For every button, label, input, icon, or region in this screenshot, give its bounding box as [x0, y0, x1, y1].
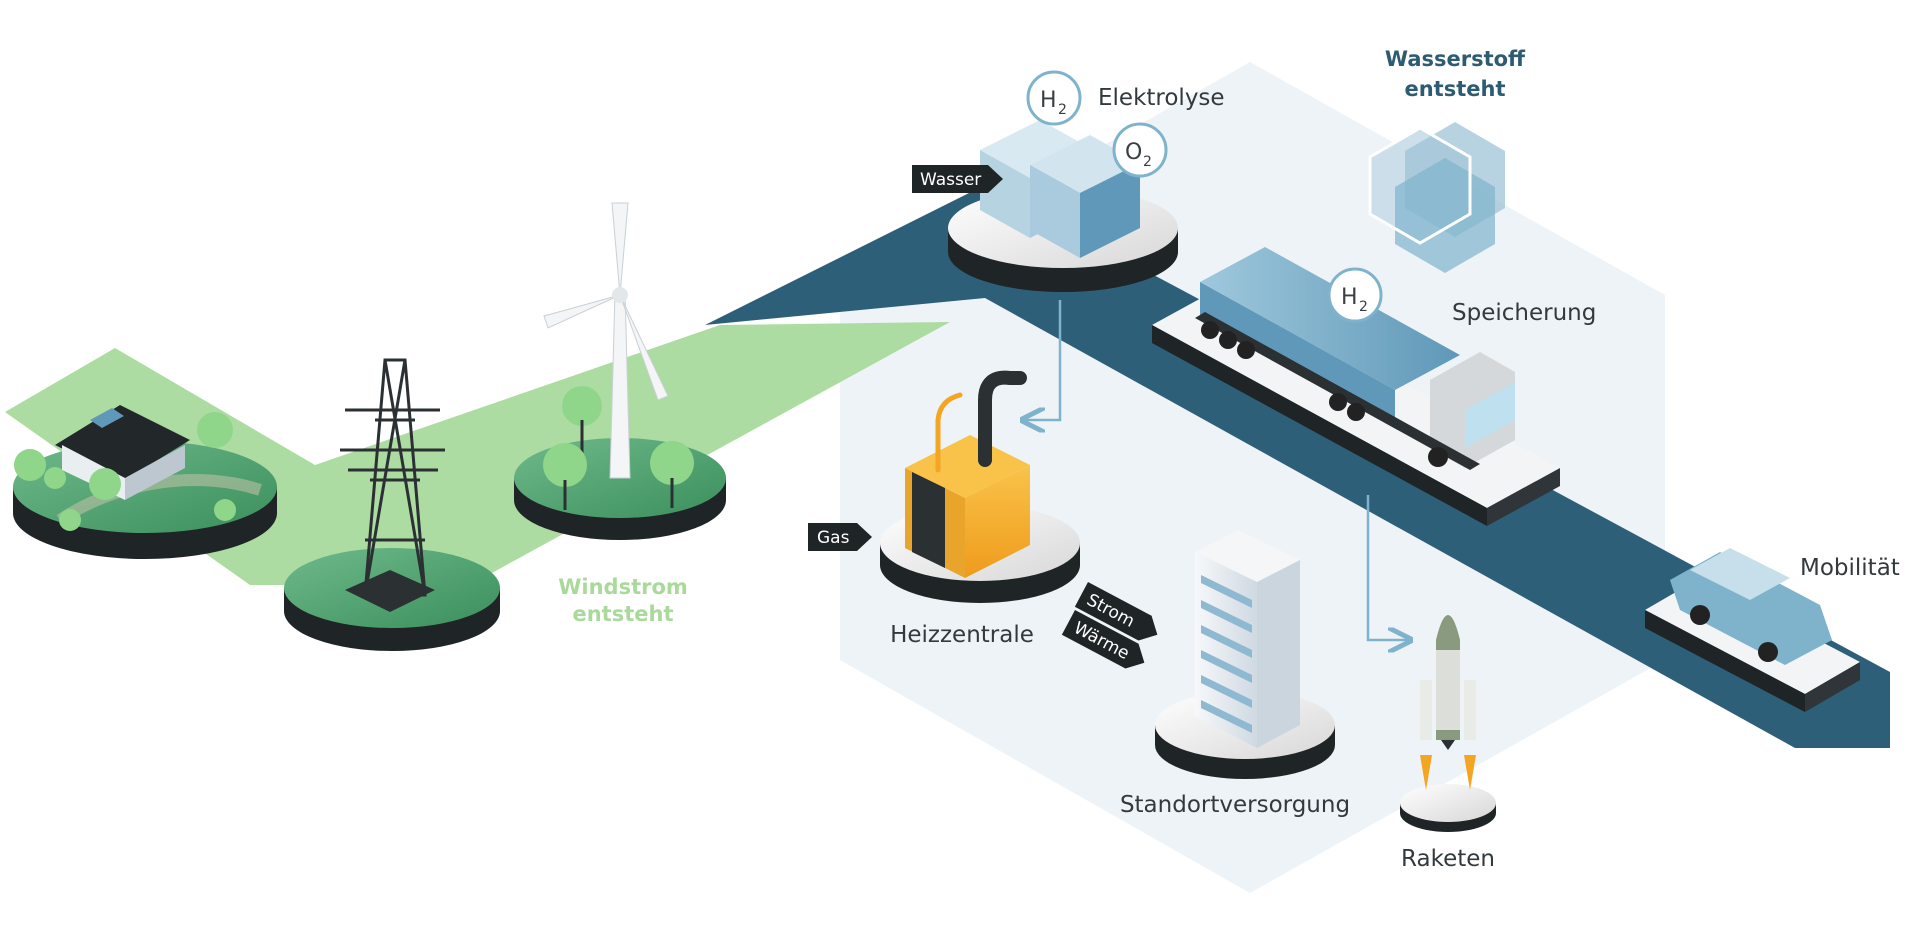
h2-symbol: H: [1040, 88, 1057, 113]
h2-truck-symbol: H: [1341, 285, 1358, 310]
h2-truck-subscript: 2: [1359, 299, 1368, 315]
wasser-tag-label: Wasser: [920, 170, 981, 190]
wind-title-line2: entsteht: [572, 602, 673, 626]
gas-tag: Gas: [808, 523, 872, 551]
h2-badge-truck: H 2: [1327, 267, 1383, 323]
label-raketen: Raketen: [1401, 846, 1495, 872]
wasser-tag: Wasser: [912, 165, 1003, 193]
h2-subscript: 2: [1058, 102, 1067, 118]
power-pylon-island: [284, 358, 500, 651]
label-elektrolyse: Elektrolyse: [1098, 85, 1225, 111]
mobilitaet-station: [1645, 548, 1860, 712]
tanker-truck-icon: [1195, 247, 1515, 470]
standortversorgung-station: [1155, 530, 1335, 779]
wind-turbine-icon: [543, 202, 669, 479]
o2-symbol: O: [1125, 140, 1142, 165]
hydrogen-title-line2: entsteht: [1404, 77, 1505, 101]
o2-badge-elektrolyse: O 2: [1112, 122, 1168, 178]
arrow-to-raketen: [1366, 495, 1408, 640]
label-mobilitaet: Mobilität: [1800, 555, 1900, 581]
h2-badge-elektrolyse: H 2: [1026, 70, 1082, 126]
storage-truck-platform: [1152, 247, 1560, 526]
car-icon: [1670, 548, 1832, 665]
house-icon: [55, 405, 190, 500]
heater-boiler-icon: [905, 370, 1030, 578]
house-island: [13, 405, 277, 559]
o2-subscript: 2: [1143, 154, 1152, 170]
wind-title-line1: Windstrom: [558, 575, 688, 599]
power-pylon-icon: [340, 358, 445, 597]
arrow-to-heizzentrale: [1025, 300, 1062, 420]
label-speicherung: Speicherung: [1452, 300, 1596, 326]
waerme-tag: Wärme: [1061, 610, 1145, 669]
label-heizzentrale: Heizzentrale: [890, 622, 1034, 648]
raketen-station: [1400, 615, 1496, 832]
heizzentrale-station: [880, 370, 1080, 603]
rocket-icon: [1420, 615, 1476, 790]
gas-tag-label: Gas: [817, 528, 850, 548]
flow-arrows: [1025, 300, 1408, 640]
hydrogen-title-line1: Wasserstoff: [1385, 47, 1526, 71]
label-standortversorgung: Standortversorgung: [1120, 792, 1350, 818]
hydrogen-road: [705, 185, 1890, 748]
office-building-icon: [1195, 530, 1300, 748]
wind-turbine-island: [514, 202, 726, 540]
hydrogen-hexagon-icon: [1368, 122, 1505, 273]
